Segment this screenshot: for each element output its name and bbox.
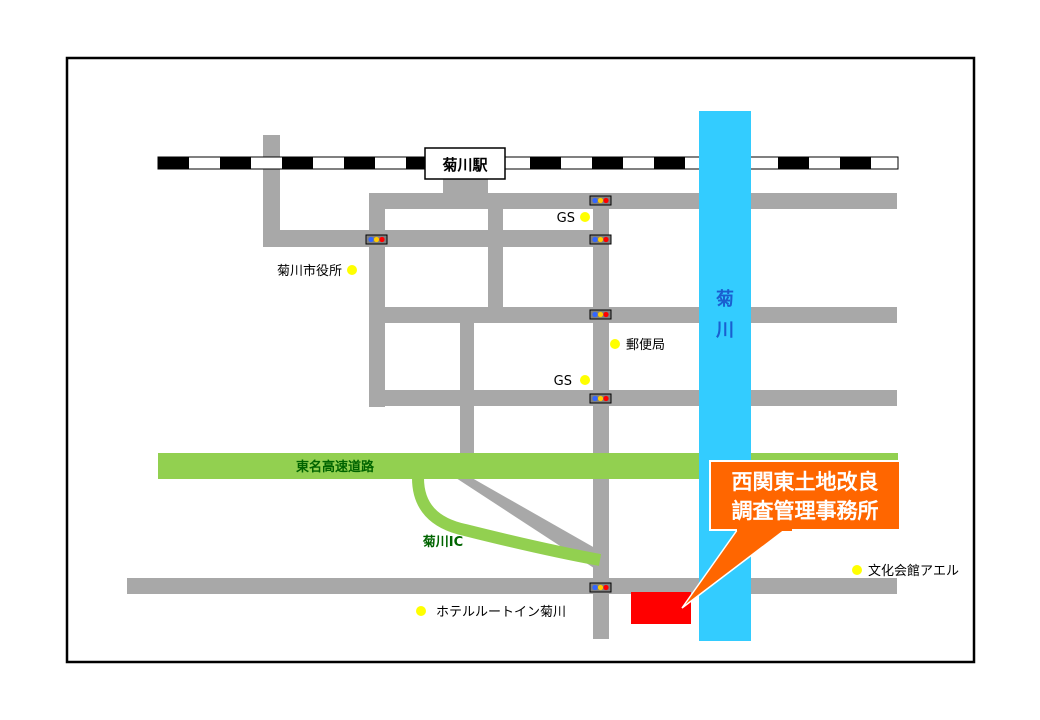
interchange-label: 菊川IC xyxy=(423,534,463,550)
railway xyxy=(157,156,899,170)
railway-segment xyxy=(282,157,313,169)
traffic-light-icon xyxy=(589,582,612,593)
railway-segment xyxy=(592,157,623,169)
dot-marker-icon xyxy=(852,565,862,575)
landmark-gs-south: GS xyxy=(554,374,590,389)
callout-line1: 西関東土地改良 xyxy=(732,470,879,494)
landmark-label: 菊川市役所 xyxy=(277,263,342,279)
river-label-top: 菊 xyxy=(716,288,734,310)
traffic-light-icon xyxy=(365,234,388,245)
interchange-ramp xyxy=(412,477,602,566)
dot-marker-icon xyxy=(416,606,426,616)
landmark-hotel: ホテルルートイン菊川 xyxy=(416,605,566,620)
railway-segment xyxy=(530,157,561,169)
expressway-label: 東名高速道路 xyxy=(296,459,375,475)
landmark-label: GS xyxy=(554,374,572,389)
landmark-label: 郵便局 xyxy=(626,338,665,353)
office-marker xyxy=(631,592,691,624)
traffic-light-icon xyxy=(589,309,612,320)
railway-segment xyxy=(654,157,685,169)
landmark-culture-hall: 文化会館アエル xyxy=(852,564,959,579)
traffic-lights xyxy=(365,195,612,593)
landmark-label: 文化会館アエル xyxy=(868,564,959,579)
office-callout: 西関東土地改良 調査管理事務所 xyxy=(681,460,901,609)
landmark-post-office: 郵便局 xyxy=(610,338,665,353)
landmark-gs-north: GS xyxy=(557,211,590,226)
railway-segment xyxy=(158,157,189,169)
landmark-city-hall: 菊川市役所 xyxy=(277,263,357,279)
dot-marker-icon xyxy=(580,375,590,385)
station-label: 菊川駅 xyxy=(442,156,488,174)
landmark-label: ホテルルートイン菊川 xyxy=(436,605,566,620)
landmark-label: GS xyxy=(557,211,575,226)
traffic-light-icon xyxy=(589,393,612,404)
traffic-light-icon xyxy=(589,195,612,206)
map-frame xyxy=(65,56,976,664)
dot-marker-icon xyxy=(610,339,620,349)
railway-segment xyxy=(778,157,809,169)
dot-marker-icon xyxy=(580,212,590,222)
traffic-light-icon xyxy=(589,234,612,245)
station-box: 菊川駅 xyxy=(424,147,506,180)
dot-marker-icon xyxy=(347,265,357,275)
callout-line2: 調査管理事務所 xyxy=(732,499,879,523)
railway-segment xyxy=(220,157,251,169)
river-label-bottom: 川 xyxy=(715,320,734,341)
railway-segment xyxy=(840,157,871,169)
railway-segment xyxy=(344,157,375,169)
